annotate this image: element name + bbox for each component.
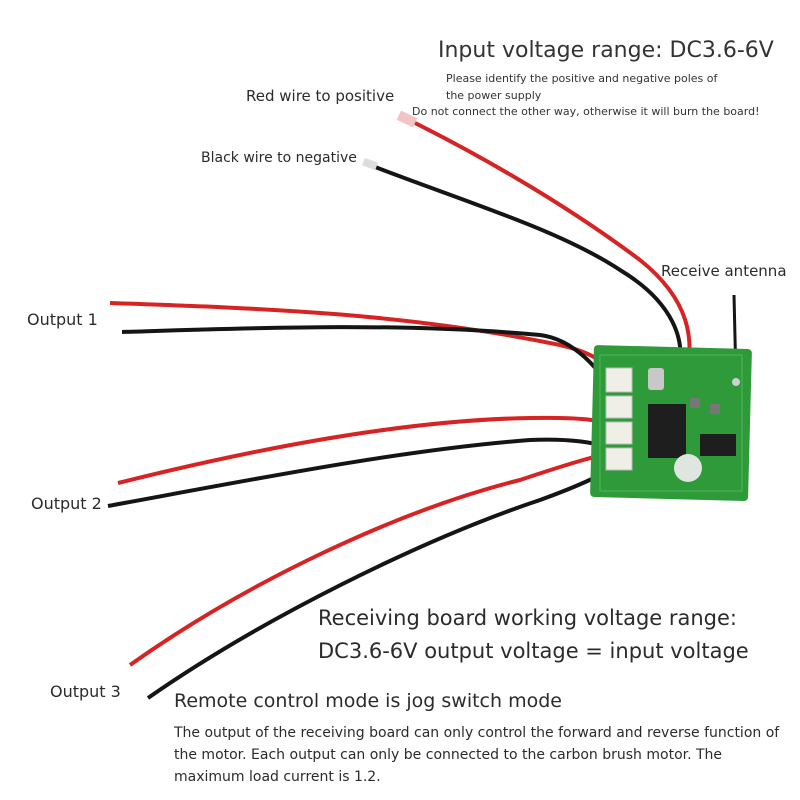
connector-out2	[605, 421, 633, 445]
output3-black-wire	[146, 463, 620, 700]
pcb-board	[590, 345, 752, 501]
black-wire-tip	[362, 157, 378, 171]
output-1-label: Output 1	[27, 310, 98, 329]
mode-title: Remote control mode is jog switch mode	[174, 690, 562, 712]
mode-description: The output of the receiving board can on…	[174, 725, 780, 785]
output1-black-wire	[121, 325, 616, 394]
warning-note: Do not connect the other way, otherwise …	[412, 105, 760, 118]
output3-red-wire	[128, 450, 617, 667]
connector-power	[605, 367, 633, 393]
red-wire-label: Red wire to positive	[246, 87, 395, 105]
output-2-label: Output 2	[31, 494, 102, 513]
black-power-wire	[369, 163, 683, 379]
output1-red-wire	[109, 301, 614, 374]
output2-red-wire	[117, 415, 615, 485]
working-voltage-line-2: DC3.6-6V output voltage = input voltage	[318, 639, 749, 663]
input-voltage-title: Input voltage range: DC3.6-6V	[438, 38, 774, 63]
connector-out3	[605, 447, 633, 471]
crystal	[648, 368, 664, 390]
red-power-wire	[404, 116, 692, 379]
working-voltage-line-1: Receiving board working voltage range:	[318, 606, 738, 630]
red-wire-tip	[396, 110, 418, 128]
black-wire-label: Black wire to negative	[201, 150, 357, 166]
chip-main	[648, 404, 686, 458]
antenna-pad	[732, 378, 740, 386]
output2-black-wire	[107, 437, 615, 508]
chip-secondary	[700, 434, 736, 456]
output-3-label: Output 3	[50, 682, 121, 701]
connector-out1	[605, 395, 633, 419]
capacitor	[674, 454, 702, 482]
polarity-note: Please identify the positive and negativ…	[446, 72, 718, 102]
antenna-label: Receive antenna	[661, 262, 787, 280]
